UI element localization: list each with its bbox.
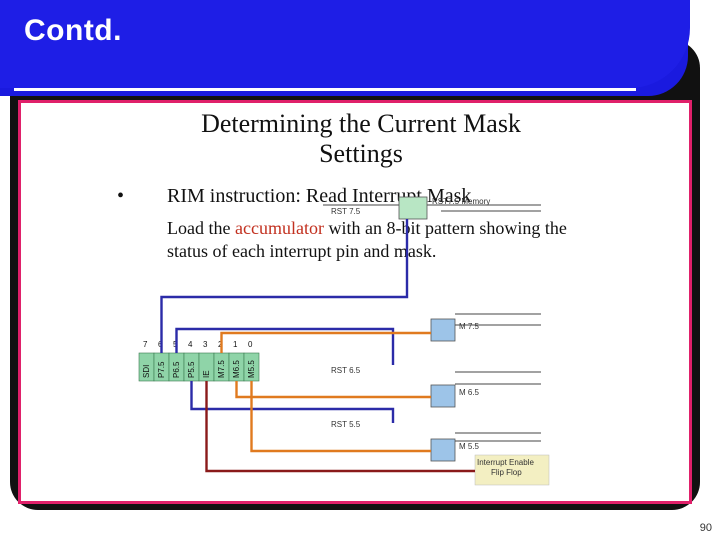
slide-title: Determining the Current Mask Settings [151,109,571,169]
wire-ie [205,381,475,473]
register-field-label: P7.5 [157,361,166,378]
m65-label: M 6.5 [459,388,480,397]
m55-flipflop [430,438,456,462]
bit-number: 4 [188,340,193,349]
connection-wires [160,219,475,473]
body-pre: Load the [167,218,235,238]
register-field-label: P5.5 [187,361,196,378]
m75-label: M 7.5 [459,322,480,331]
ie-label-line2: Flip Flop [491,468,522,477]
wire-p75 [160,219,409,353]
m55-label: M 5.5 [459,442,480,451]
page-number: 90 [699,522,712,534]
bullet-dot: • [117,185,125,207]
m65-flipflop [430,384,456,408]
wire-p55 [190,381,395,423]
register-field-label: IE [202,370,211,378]
register-field-label: M7.5 [217,360,226,378]
wire-p65 [175,327,395,365]
slide-content: Determining the Current Mask Settings • … [18,100,692,504]
slide-title-line1: Determining the Current Mask [201,109,521,138]
header-tab [0,0,690,88]
slide-title-line2: Settings [319,139,403,168]
m75-flipflop [430,318,456,342]
bit-number: 1 [233,340,238,349]
wire-m75 [220,331,431,353]
header-divider [14,88,636,91]
rst75-memory-box [398,196,428,220]
bit-number: 0 [248,340,253,349]
rst55-label: RST 5.5 [331,420,361,429]
register-field-label: M6.5 [232,360,241,378]
slide-header-title: Contd. [24,14,122,47]
body-post: with an 8-bit pattern showing the status… [167,218,567,261]
body-accent: accumulator [234,218,324,238]
rst65-label: RST 6.5 [331,366,361,375]
rst75-memory-label: RST7.5 Memory [432,197,490,206]
register-field-label: M5.5 [247,360,256,378]
rst75-label: RST 7.5 [331,207,361,216]
ie-label-line1: Interrupt Enable [477,458,534,467]
body-text: Load the accumulator with an 8-bit patte… [167,217,587,263]
wire-m55 [250,381,431,453]
register-field-label: SDI [142,365,151,378]
rim-diagram: RST7.5 Memory RST 7.5 M 7.5 M 6.5 M 5.5 … [138,196,550,486]
bit-number: 7 [143,340,148,349]
register-field-label: P6.5 [172,361,181,378]
interrupt-enable-box [474,454,550,486]
wire-m65 [235,381,431,399]
bullet-text: RIM instruction: Read Interrupt Mask [167,185,472,207]
bit-number: 3 [203,340,208,349]
